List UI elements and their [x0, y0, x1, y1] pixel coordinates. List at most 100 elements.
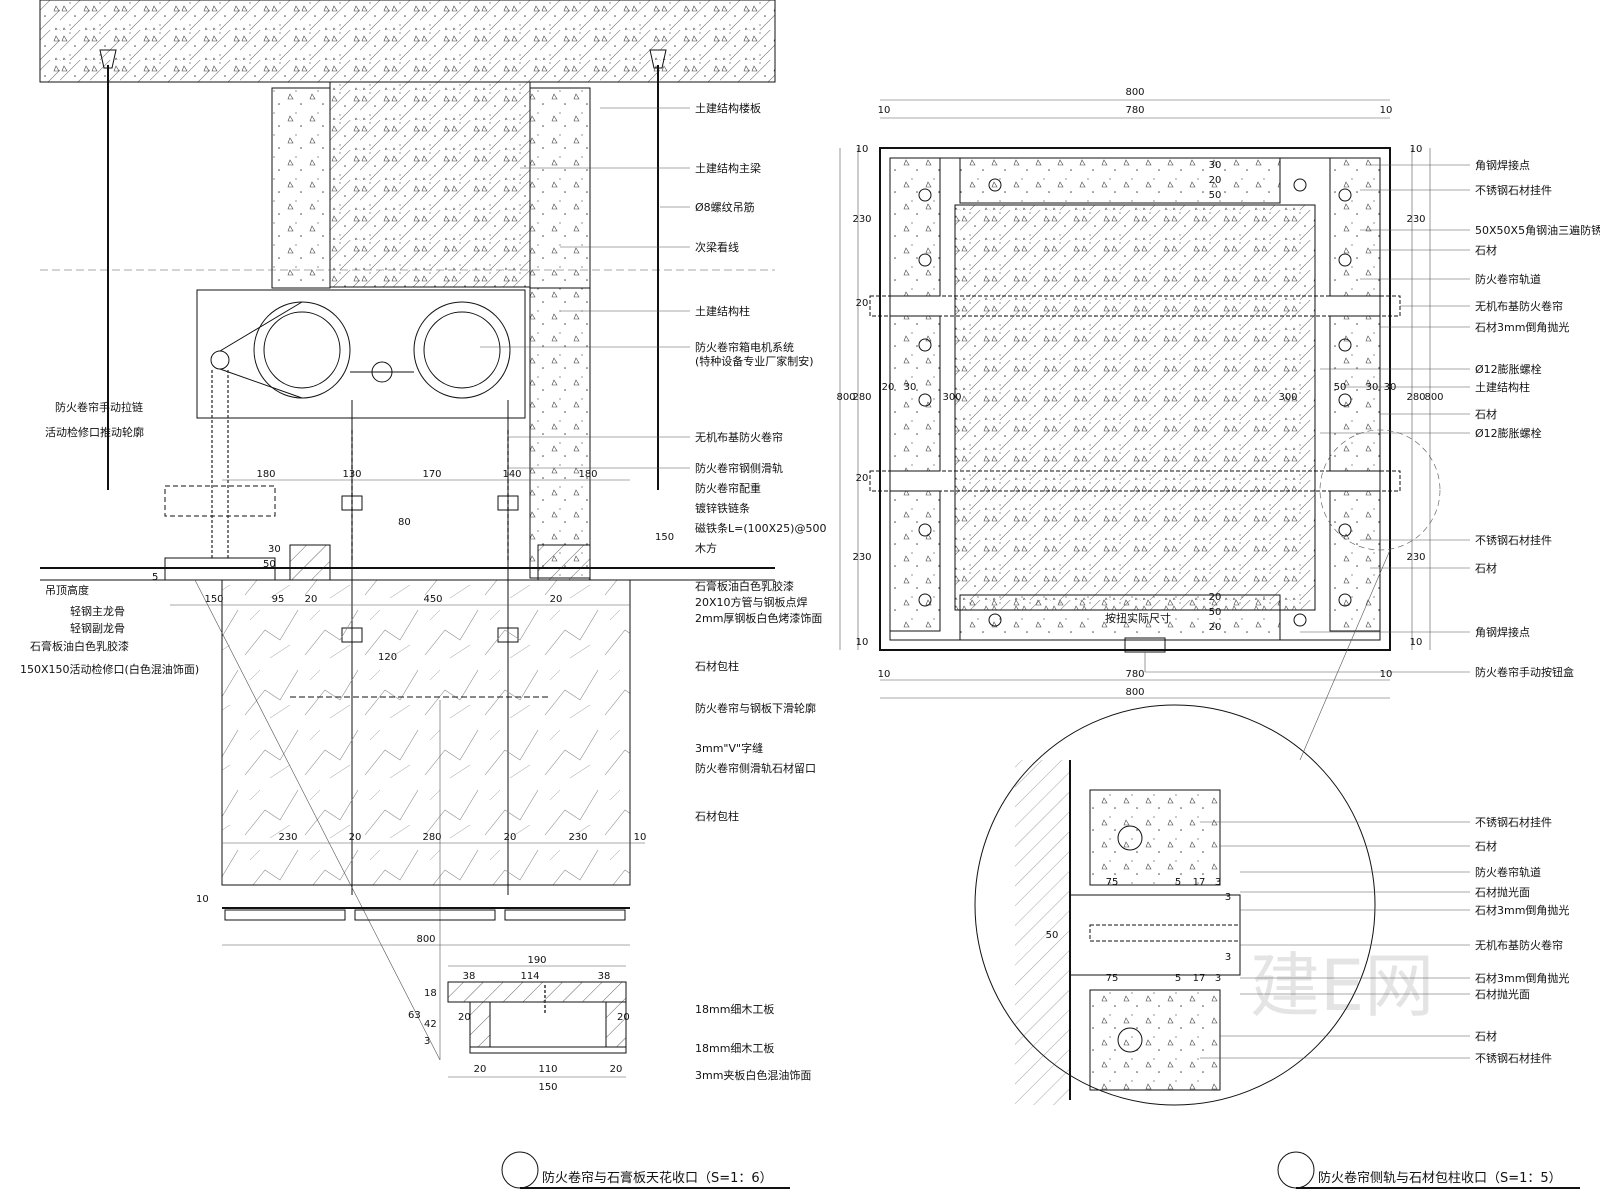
zoom-callout-label: 石材3mm倒角抛光	[1475, 903, 1569, 917]
left-callout-label: 次梁看线	[695, 240, 739, 254]
dimension-label: 230	[568, 832, 587, 843]
dimension-label: 780	[1125, 105, 1144, 116]
dimension-label: 114	[520, 971, 539, 982]
right-callout-label: 角钢焊接点	[1475, 625, 1530, 639]
zoom-callout-label: 石材3mm倒角抛光	[1475, 971, 1569, 985]
left-callout-label: 石材包柱	[695, 809, 739, 823]
dimension-label: 230	[1406, 214, 1425, 225]
zoom-callout-label: 石材抛光面	[1475, 885, 1530, 899]
roller-right-inner	[423, 311, 501, 389]
left-labels-right: 土建结构楼板土建结构主梁Ø8螺纹吊筋次梁看线土建结构柱防火卷帘箱电机系统(特种设…	[695, 101, 826, 823]
dimension-label: 110	[538, 1064, 557, 1075]
dimension-label: 3	[1225, 952, 1231, 963]
right-callout-label: 防火卷帘手动按钮盒	[1475, 665, 1574, 679]
dimension-label: 30	[1384, 382, 1397, 393]
sub-detail-label: 18mm细木工板	[695, 1041, 774, 1055]
dimension-label: 30	[268, 544, 281, 555]
left-callout-label: 20X10方管与钢板点焊	[695, 595, 808, 609]
left-labels-left: 防火卷帘手动拉链活动检修口推动轮廓吊顶高度轻钢主龙骨轻钢副龙骨石膏板油白色乳胶漆…	[20, 400, 199, 676]
dimension-label: 30	[904, 382, 917, 393]
left-callout-label: 土建结构主梁	[695, 161, 761, 175]
dimension-label: 95	[272, 594, 285, 605]
zoom-callout-label: 石材抛光面	[1475, 987, 1530, 1001]
roller-right-outer	[413, 301, 511, 399]
right-callout-label: 角钢焊接点	[1475, 158, 1530, 172]
chain-sprocket	[210, 350, 230, 370]
dimension-label: 5	[1175, 877, 1181, 888]
wood-batten-right	[537, 544, 591, 581]
right-leaders	[1144, 164, 1470, 1059]
dimension-label: 10	[1410, 637, 1423, 648]
dimension-label: 38	[598, 971, 611, 982]
dimension-label: 38	[463, 971, 476, 982]
left-callout-label: 防火卷帘箱电机系统	[695, 340, 794, 354]
dimension-label: 300	[942, 392, 961, 403]
button-size-note: 按扭实际尺寸	[1105, 611, 1171, 625]
dimension-label: 75	[1106, 973, 1119, 984]
dimension-label: 10	[196, 894, 209, 905]
zoom-source-circle	[1319, 429, 1441, 551]
zoom-callout-label: 无机布基防火卷帘	[1475, 938, 1563, 952]
dimension-label: 10	[878, 669, 891, 680]
roller-left-inner	[263, 311, 341, 389]
left-callout-label: 石膏板油白色乳胶漆	[695, 579, 794, 593]
left-callout-label: 吊顶高度	[45, 583, 89, 597]
dimension-label: 50	[1046, 930, 1059, 941]
dimension-label: 150	[655, 532, 674, 543]
dimension-label: 20	[1209, 592, 1222, 603]
dimension-label: 280	[852, 392, 871, 403]
dimension-label: 20	[305, 594, 318, 605]
dimension-label: 140	[502, 469, 521, 480]
dimension-label: 30	[1366, 382, 1379, 393]
watermark-group: 建E网	[1250, 945, 1434, 1027]
zoom-callout-label: 防火卷帘轨道	[1475, 865, 1541, 879]
left-callout-label: Ø8螺纹吊筋	[695, 200, 755, 214]
right-callout-label: Ø12膨胀螺栓	[1475, 362, 1542, 376]
dimension-label: 80	[398, 517, 411, 528]
right-zoom-labels: 不锈钢石材挂件石材防火卷帘轨道石材抛光面石材3mm倒角抛光无机布基防火卷帘石材3…	[1475, 815, 1569, 1065]
wood-batten-left	[289, 544, 331, 581]
dimension-label: 190	[527, 955, 546, 966]
right-callout-label: 不锈钢石材挂件	[1475, 533, 1552, 547]
sub-detail	[447, 981, 627, 1054]
dimension-label: 3	[424, 1036, 430, 1047]
dimension-label: 20	[610, 1064, 623, 1075]
sub-detail-label: 3mm夹板白色混油饰面	[695, 1068, 811, 1082]
dimension-label: 230	[852, 552, 871, 563]
dimension-label: 63	[408, 1010, 421, 1021]
dimension-label: 18	[424, 988, 437, 999]
zoom-callout-label: 石材	[1475, 839, 1497, 853]
right-callout-label: 石材	[1475, 407, 1497, 421]
left-callout-label: 150X150活动检修口(白色混油饰面)	[20, 662, 199, 676]
sub-detail-label: 18mm细木工板	[695, 1002, 774, 1016]
dimension-label: 50	[1209, 607, 1222, 618]
dimension-label: 130	[342, 469, 361, 480]
dimension-label: 10	[1410, 144, 1423, 155]
right-callout-label: 无机布基防火卷帘	[1475, 299, 1563, 313]
dimension-label: 20	[856, 473, 869, 484]
left-callout-label: 轻钢副龙骨	[70, 621, 125, 635]
left-callout-label: 轻钢主龙骨	[70, 604, 125, 618]
left-detail	[39, 0, 776, 1078]
right-callout-label: 石材	[1475, 561, 1497, 575]
left-callout-label: 磁铁条L=(100X25)@500	[695, 521, 826, 535]
dimension-label: 3	[1215, 877, 1221, 888]
zoom-callout-label: 不锈钢石材挂件	[1475, 1051, 1552, 1065]
dimension-label: 120	[378, 652, 397, 663]
dimension-label: 300	[1278, 392, 1297, 403]
dimension-label: 50	[1209, 190, 1222, 201]
dimension-label: 780	[1125, 669, 1144, 680]
anchor-left	[99, 49, 117, 69]
access-panel	[164, 557, 276, 581]
dimension-label: 280	[1406, 392, 1425, 403]
dimension-label: 20	[882, 382, 895, 393]
left-callout-label: 无机布基防火卷帘	[695, 430, 783, 444]
dimension-label: 30	[1209, 160, 1222, 171]
left-callout-label: 石材包柱	[695, 659, 739, 673]
left-callout-label: 土建结构柱	[695, 304, 750, 318]
right-callout-label: 石材3mm倒角抛光	[1475, 320, 1569, 334]
dimension-label: 280	[422, 832, 441, 843]
anchor-right	[649, 49, 667, 69]
